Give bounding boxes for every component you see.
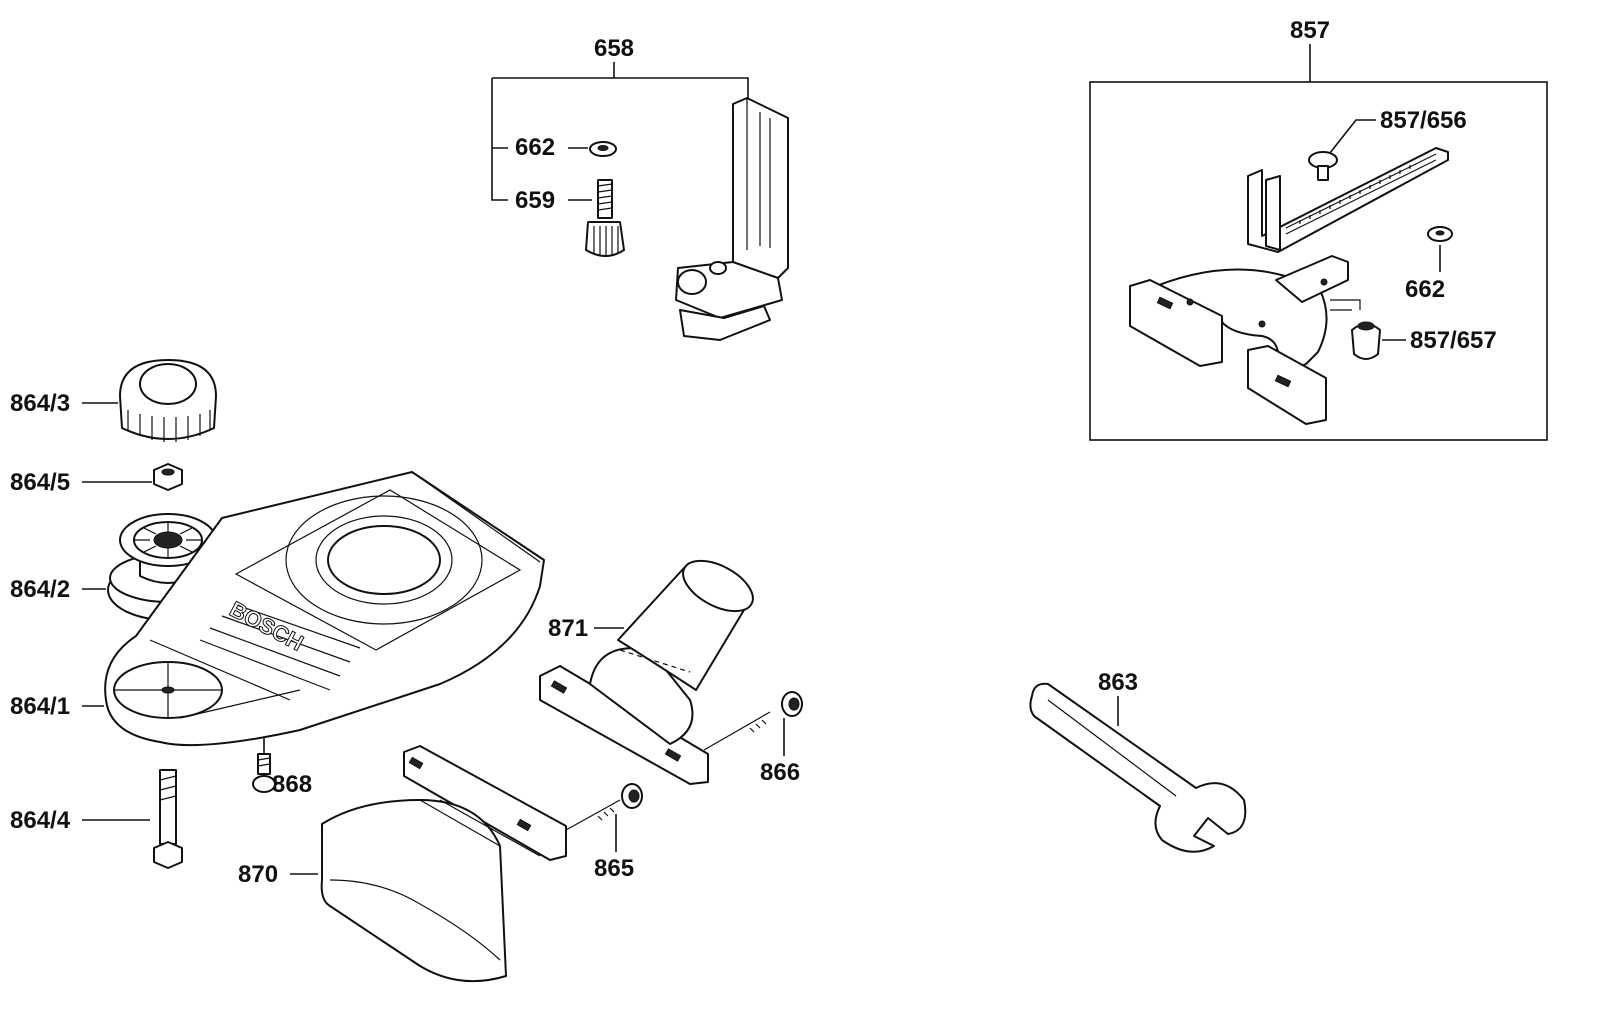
label-857-657: 857/657 [1410, 327, 1497, 354]
washer-662-a [589, 141, 617, 157]
thumb-screw-659 [585, 179, 625, 257]
label-865: 865 [594, 855, 634, 882]
label-662-b: 662 [1405, 276, 1445, 303]
guide-bracket [675, 97, 789, 341]
dust-adapter-871: 871 [539, 559, 754, 785]
assembly-864: 864/3 864/5 864/2 864/1 864/4 868 [10, 359, 545, 869]
label-863: 863 [1098, 669, 1138, 696]
label-870: 870 [238, 861, 278, 888]
wrench-863: 863 [1029, 669, 1247, 853]
label-864-4: 864/4 [10, 807, 71, 834]
label-864-2: 864/2 [10, 576, 70, 603]
scale-ruler [1247, 147, 1449, 253]
leader-857-656 [1325, 119, 1376, 159]
washer-662-b [1427, 226, 1453, 242]
label-857-656: 857/656 [1380, 107, 1467, 134]
assembly-857: 857 857/656 662 857/657 [1089, 17, 1548, 441]
label-864-1: 864/1 [10, 693, 70, 720]
screw-868 [252, 753, 276, 793]
label-857: 857 [1290, 17, 1330, 44]
screw-865: 865 [565, 783, 643, 882]
assembly-658: 658 662 659 [491, 35, 789, 341]
screw-857-656 [1308, 151, 1338, 181]
nut-864-5 [153, 463, 183, 491]
knob-857-657 [1330, 299, 1381, 360]
label-659: 659 [515, 187, 555, 214]
label-864-3: 864/3 [10, 390, 70, 417]
label-662-a: 662 [515, 134, 555, 161]
dust-hood-870: 870 [238, 745, 567, 983]
label-868: 868 [272, 771, 312, 798]
label-871: 871 [548, 615, 588, 642]
assembly-857-frame [1089, 81, 1548, 441]
base-plate-864-1: BOSCH [104, 471, 545, 747]
circle-guide-base [1129, 255, 1349, 425]
clamp-knob-864-3 [119, 359, 217, 442]
bolt-864-4 [153, 769, 183, 869]
screw-866: 866 [703, 691, 803, 786]
bracket-leader-658 [491, 62, 749, 201]
label-658: 658 [594, 35, 634, 62]
label-864-5: 864/5 [10, 469, 70, 496]
label-866: 866 [760, 759, 800, 786]
